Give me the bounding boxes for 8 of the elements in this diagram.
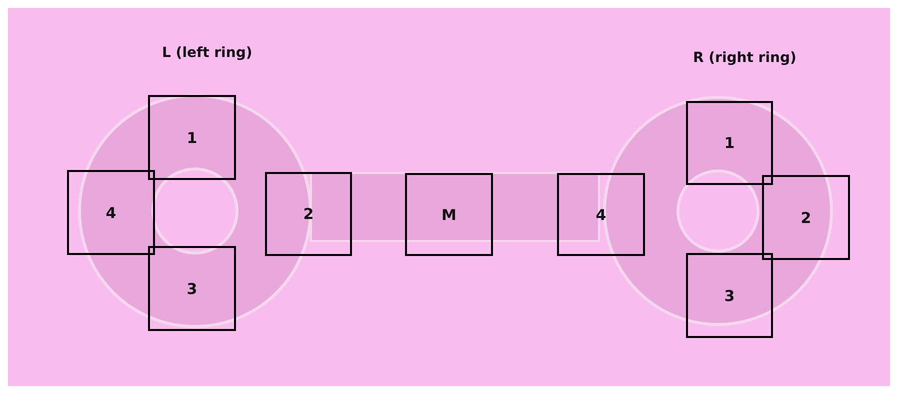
square-box: 4 bbox=[67, 170, 155, 255]
ring-heading: L (left ring) bbox=[162, 45, 252, 61]
square-box: 2 bbox=[265, 172, 352, 256]
square-box: 4 bbox=[557, 173, 645, 256]
ring-heading: R (right ring) bbox=[693, 50, 796, 66]
square-box: 3 bbox=[686, 253, 773, 338]
square-box: 2 bbox=[762, 175, 850, 260]
square-box: M bbox=[405, 173, 493, 256]
